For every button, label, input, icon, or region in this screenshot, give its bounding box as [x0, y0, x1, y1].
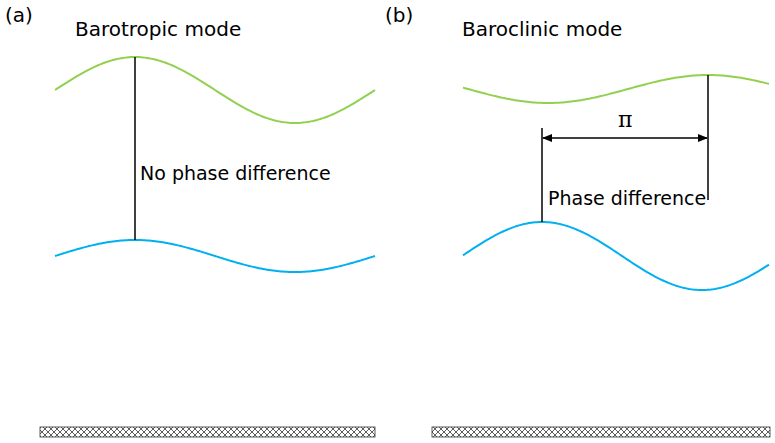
sea-floor [432, 427, 770, 437]
phase-line [134, 57, 136, 240]
phase-value: π [618, 108, 632, 132]
phase-line [541, 128, 543, 222]
line-label: Phase difference [548, 188, 706, 209]
panel-title: Barotropic mode [75, 18, 241, 40]
panel-letter: (a) [5, 4, 33, 26]
panel-letter: (b) [385, 4, 413, 26]
phase-arrow [543, 137, 707, 139]
interface-wave [55, 240, 375, 272]
phase-line [707, 75, 709, 200]
interface-wave [463, 222, 769, 290]
surface-wave [463, 75, 769, 103]
sea-floor [40, 427, 375, 437]
surface-wave [55, 57, 375, 123]
panel-title: Baroclinic mode [462, 18, 622, 40]
line-label: No phase difference [140, 163, 331, 184]
